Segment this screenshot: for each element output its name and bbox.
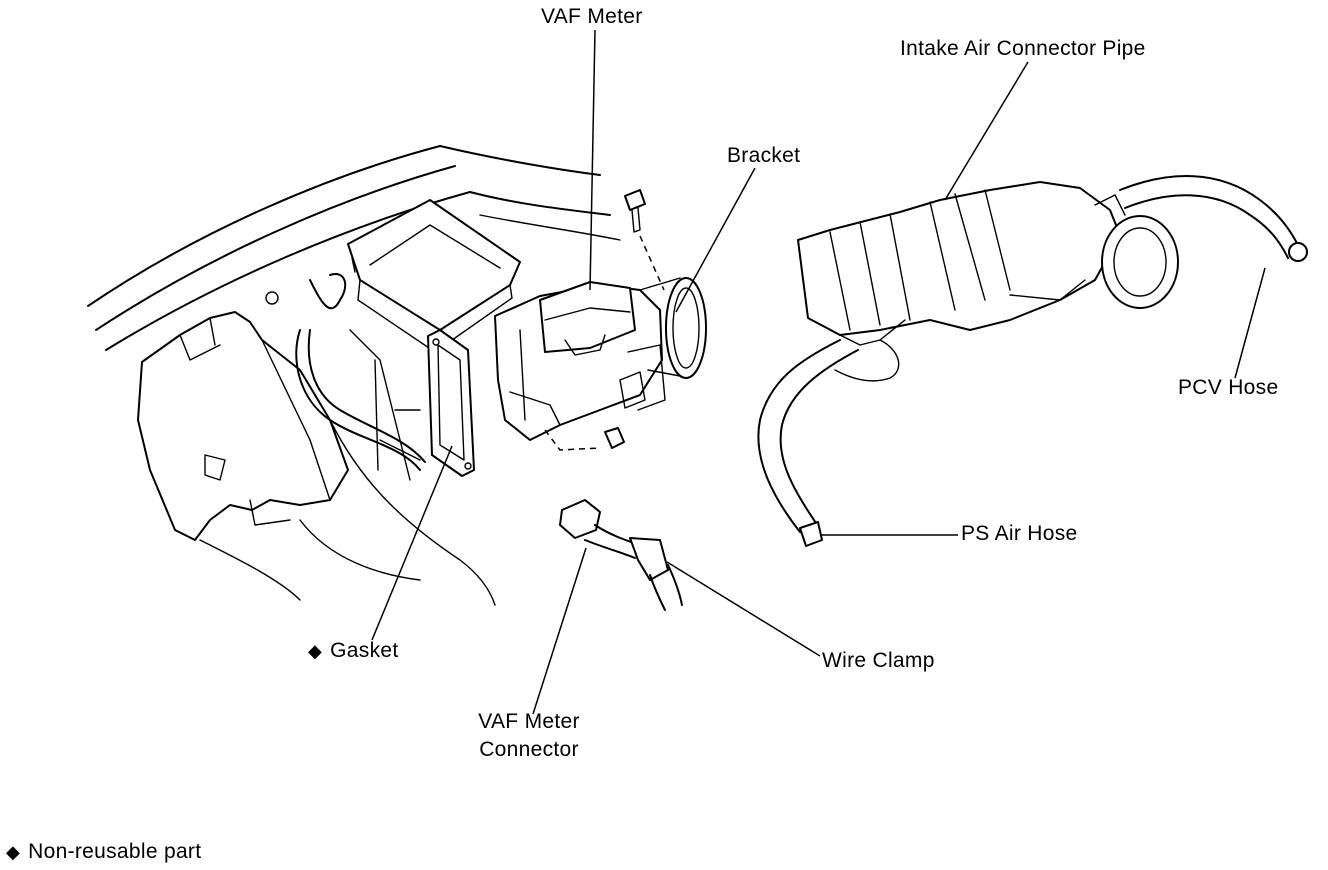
mount-nut bbox=[544, 427, 625, 451]
mount-bolt bbox=[624, 189, 665, 291]
legend-diamond-icon: ◆ bbox=[6, 842, 21, 862]
pcv-hose-part bbox=[1119, 175, 1308, 262]
wiring-harness bbox=[265, 273, 426, 471]
intake-pipe-part bbox=[797, 181, 1179, 336]
legend-text: Non-reusable part bbox=[28, 840, 202, 863]
non-reusable-diamond-icon: ◆ bbox=[308, 641, 323, 661]
label-gasket: Gasket bbox=[330, 639, 399, 662]
label-vaf-meter: VAF Meter bbox=[541, 5, 643, 28]
label-ps-air-hose: PS Air Hose bbox=[961, 522, 1078, 545]
label-pcv-hose: PCV Hose bbox=[1178, 376, 1279, 399]
ps-air-hose-part bbox=[757, 319, 906, 547]
label-bracket: Bracket bbox=[727, 144, 801, 167]
label-gasket-group: ◆ Gasket bbox=[308, 637, 398, 665]
body-contour-lines bbox=[87, 145, 621, 351]
legend: ◆ Non-reusable part bbox=[6, 838, 201, 866]
relay-box bbox=[347, 199, 521, 353]
gasket-part bbox=[427, 329, 475, 477]
label-wire-clamp: Wire Clamp bbox=[822, 649, 935, 672]
label-vaf-connector-line1: VAF Meter bbox=[478, 710, 580, 733]
vaf-meter-part bbox=[494, 277, 707, 441]
label-vaf-connector-line2: Connector bbox=[479, 738, 579, 761]
label-vaf-meter-connector: VAF Meter Connector bbox=[470, 708, 588, 764]
leader-lines bbox=[371, 29, 1266, 715]
label-intake-air-connector-pipe: Intake Air Connector Pipe bbox=[900, 37, 1146, 60]
vaf-connector-part bbox=[559, 499, 683, 611]
radiator-support bbox=[199, 329, 496, 606]
air-cleaner-housing bbox=[137, 311, 349, 541]
